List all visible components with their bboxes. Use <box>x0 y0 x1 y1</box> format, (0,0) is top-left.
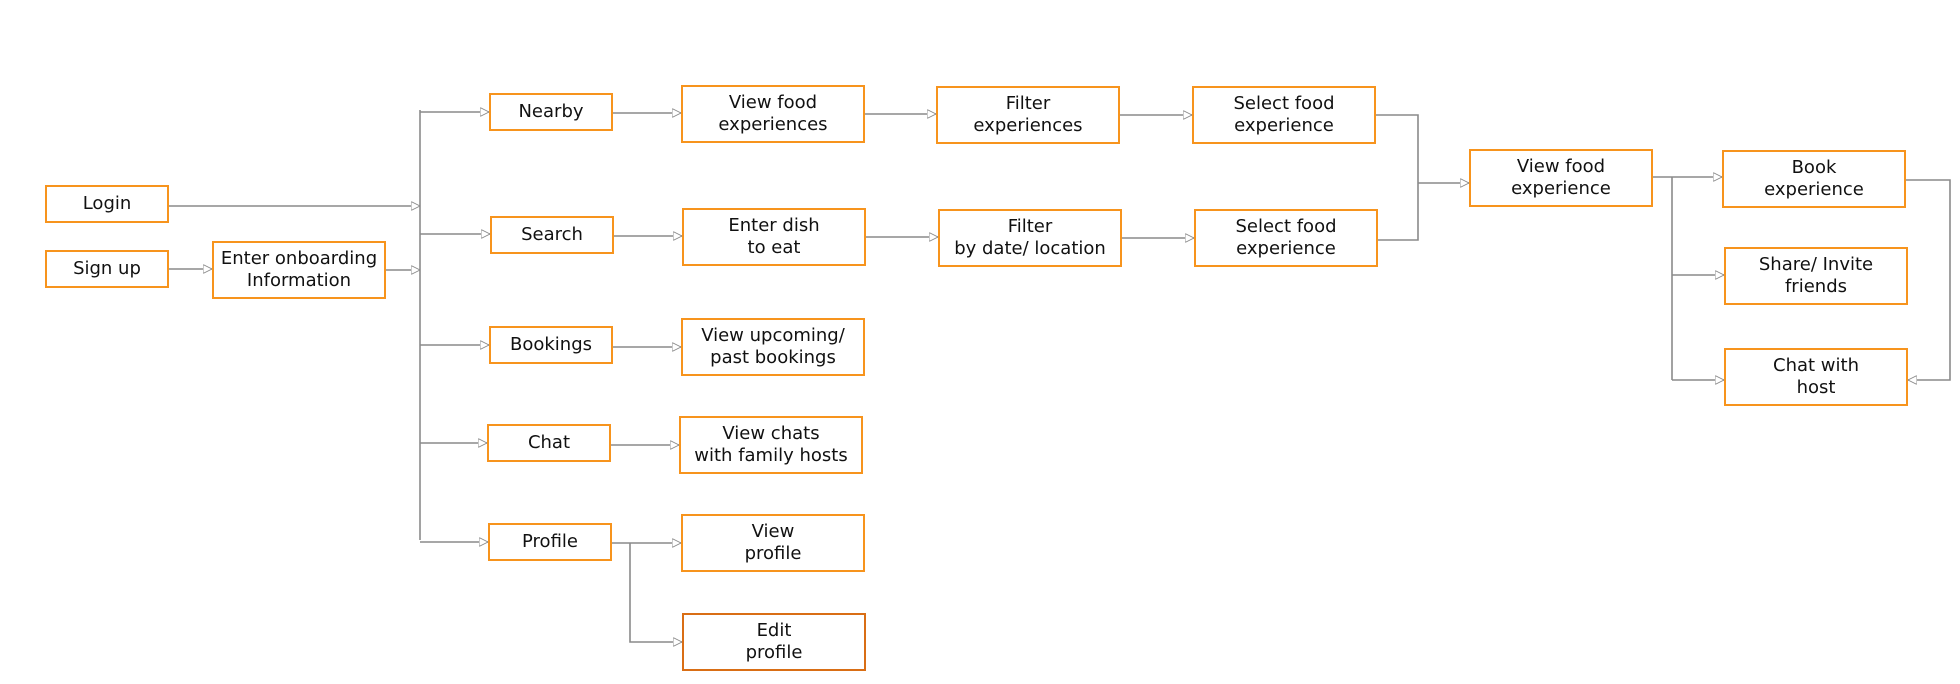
view-food-experience-box[interactable]: View food experience <box>1469 149 1653 207</box>
connector-profile-to-edit <box>629 543 682 642</box>
select-food-experience-box-2[interactable]: Select food experience <box>1194 209 1378 267</box>
signup-box[interactable]: Sign up <box>45 250 169 288</box>
profile-box[interactable]: Profile <box>488 523 612 561</box>
view-bookings-box[interactable]: View upcoming/ past bookings <box>681 318 865 376</box>
select-food-experience-box-1[interactable]: Select food experience <box>1192 86 1376 144</box>
filter-experiences-box[interactable]: Filter experiences <box>936 86 1120 144</box>
connector-book-to-chat-host <box>1906 179 1951 380</box>
view-chats-box[interactable]: View chats with family hosts <box>679 416 863 474</box>
filter-date-location-box[interactable]: Filter by date/ location <box>938 209 1122 267</box>
edit-profile-box[interactable]: Edit profile <box>682 613 866 671</box>
connector-lines <box>169 110 1951 642</box>
login-box[interactable]: Login <box>45 185 169 223</box>
chat-box[interactable]: Chat <box>487 424 611 462</box>
bookings-box[interactable]: Bookings <box>489 326 613 364</box>
nearby-box[interactable]: Nearby <box>489 93 613 131</box>
enter-dish-box[interactable]: Enter dish to eat <box>682 208 866 266</box>
connector-select-merge <box>1376 114 1419 241</box>
search-box[interactable]: Search <box>490 216 614 254</box>
view-food-experiences-box[interactable]: View food experiences <box>681 85 865 143</box>
share-invite-box[interactable]: Share/ Invite friends <box>1724 247 1908 305</box>
chat-host-box[interactable]: Chat with host <box>1724 348 1908 406</box>
onboarding-box[interactable]: Enter onboarding Information <box>212 241 386 299</box>
view-profile-box[interactable]: View profile <box>681 514 865 572</box>
book-experience-box[interactable]: Book experience <box>1722 150 1906 208</box>
